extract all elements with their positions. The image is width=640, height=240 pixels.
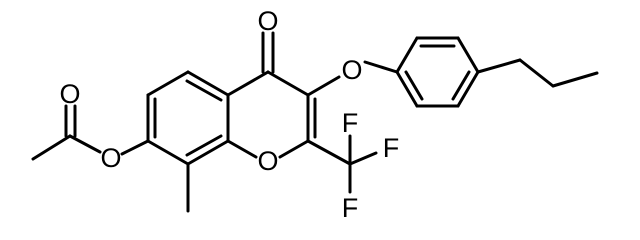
fluorine-top-label: F bbox=[342, 108, 359, 138]
fluorine-bottom-label: F bbox=[342, 193, 359, 223]
ketone-group bbox=[261, 31, 275, 74]
fluorine-right-label: F bbox=[383, 133, 400, 163]
ester-oxygen-label: O bbox=[100, 143, 121, 173]
trifluoromethyl-group bbox=[306, 134, 378, 194]
benzo-ring bbox=[146, 70, 230, 166]
pyranone-ring bbox=[226, 70, 317, 159]
ether-oxygen-label: O bbox=[341, 55, 362, 85]
acetyl-carbonyl-oxygen-label: O bbox=[59, 79, 80, 109]
aryl-ether-linkage bbox=[306, 60, 399, 97]
carbonyl-oxygen-label: O bbox=[257, 6, 278, 36]
chemical-structure: O O O O O F F F bbox=[31, 6, 599, 223]
ring-oxygen-label: O bbox=[257, 146, 278, 176]
propylphenyl-ring bbox=[395, 36, 480, 108]
acetate-group bbox=[31, 104, 150, 161]
propyl-chain bbox=[476, 58, 599, 88]
